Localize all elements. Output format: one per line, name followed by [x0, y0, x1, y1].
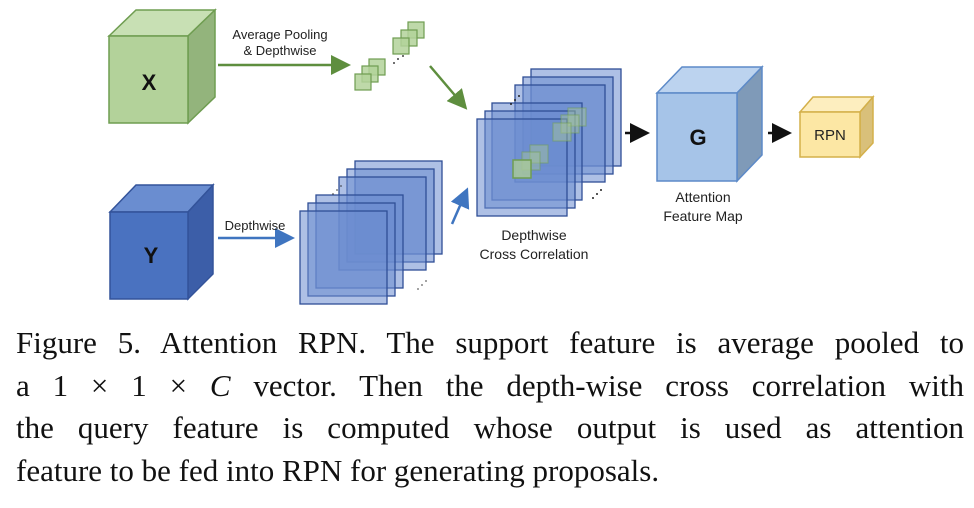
avg-pool-arrow: Average Pooling & Depthwise [218, 27, 351, 75]
support-feature-cube: X [107, 8, 217, 125]
query-cube-label: Y [144, 243, 159, 268]
avg-pool-label-line2: & Depthwise [244, 43, 317, 58]
rpn-label: RPN [814, 127, 846, 144]
query-feature-stack [299, 160, 443, 305]
support-to-correlation-arrow [429, 65, 468, 110]
figure-caption: Figure 5. Attention RPN. The support fea… [16, 322, 964, 492]
caption-line-4: feature to be fed into RPN for generatin… [16, 452, 660, 488]
avg-pool-label-line1: Average Pooling [232, 27, 327, 42]
caption-line-1: Figure 5. Attention RPN. The support fea… [16, 325, 964, 360]
cross-correlation-stack: Depthwise Cross Correlation [476, 68, 622, 262]
query-to-correlation-arrow [450, 187, 470, 225]
query-feature-cube: Y [108, 183, 215, 301]
correlation-label-line1: Depthwise [501, 227, 567, 243]
caption-line-2-post: vector. Then the depth-wise cross correl… [230, 367, 964, 403]
attention-label-line2: Feature Map [663, 208, 743, 224]
depthwise-arrow: Depthwise [218, 218, 295, 248]
attention-cube-label: G [689, 125, 706, 150]
depthwise-arrow-label: Depthwise [225, 218, 286, 233]
pooled-support-vectors [354, 21, 425, 91]
attention-rpn-diagram: X Average Pooling & Depthwise Y Depthwis… [107, 8, 875, 305]
support-cube-label: X [142, 70, 157, 95]
correlation-label-line2: Cross Correlation [480, 246, 589, 262]
attention-feature-cube: G Attention Feature Map [655, 65, 764, 224]
caption-line-3: the query feature is computed whose outp… [16, 410, 964, 445]
caption-line-2-pre: a 1 × 1 × [16, 367, 210, 403]
attention-label-line1: Attention [675, 189, 730, 205]
rpn-box: RPN [798, 94, 875, 159]
caption-variable-c: C [209, 367, 231, 403]
caption-line-2: a 1 × 1 × C vector. Then the depth-wise … [16, 365, 964, 408]
